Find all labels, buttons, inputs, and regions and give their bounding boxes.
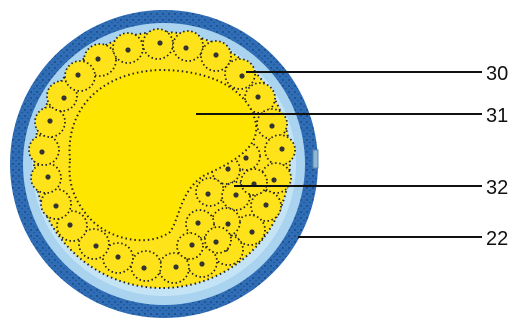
label-22: 22 bbox=[486, 228, 508, 250]
cell-nucleus bbox=[263, 202, 268, 207]
cell-nucleus bbox=[269, 123, 274, 128]
cell bbox=[173, 31, 203, 61]
cell-nucleus bbox=[75, 72, 80, 77]
cell-nucleus bbox=[249, 229, 254, 234]
cell bbox=[29, 135, 59, 165]
cell-nucleus bbox=[213, 239, 218, 244]
cell-nucleus bbox=[195, 220, 200, 225]
cell-nucleus bbox=[183, 45, 188, 50]
cell-nucleus bbox=[233, 192, 238, 197]
cell bbox=[225, 59, 255, 89]
cell-nucleus bbox=[225, 166, 230, 171]
cell-nucleus bbox=[125, 47, 130, 52]
cell-nucleus bbox=[93, 243, 98, 248]
cell-nucleus bbox=[61, 95, 66, 100]
cell-nucleus bbox=[199, 261, 204, 266]
label-32: 32 bbox=[486, 177, 508, 199]
cell-nucleus bbox=[53, 203, 58, 208]
cell bbox=[196, 178, 224, 206]
cell-nucleus bbox=[47, 118, 52, 123]
cell-nucleus bbox=[243, 155, 248, 160]
cell-nucleus bbox=[157, 40, 162, 45]
cell-nucleus bbox=[255, 94, 260, 99]
cell-nucleus bbox=[173, 264, 178, 269]
cell-nucleus bbox=[205, 191, 210, 196]
cell-nucleus bbox=[67, 222, 72, 227]
label-30: 30 bbox=[486, 63, 508, 85]
cell-nucleus bbox=[115, 254, 120, 259]
cell-nucleus bbox=[189, 242, 194, 247]
cell-nucleus bbox=[213, 52, 218, 57]
cell-nucleus bbox=[95, 56, 100, 61]
cell-nucleus bbox=[271, 177, 276, 182]
cell-nucleus bbox=[239, 73, 244, 78]
label-31: 31 bbox=[486, 105, 508, 127]
cell-nucleus bbox=[45, 174, 50, 179]
cell-nucleus bbox=[141, 265, 146, 270]
edge-notch bbox=[313, 150, 318, 168]
cell-nucleus bbox=[39, 149, 44, 154]
cell-nucleus bbox=[225, 221, 230, 226]
cell bbox=[205, 227, 231, 253]
cell-nucleus bbox=[279, 146, 284, 151]
cell bbox=[131, 251, 161, 281]
